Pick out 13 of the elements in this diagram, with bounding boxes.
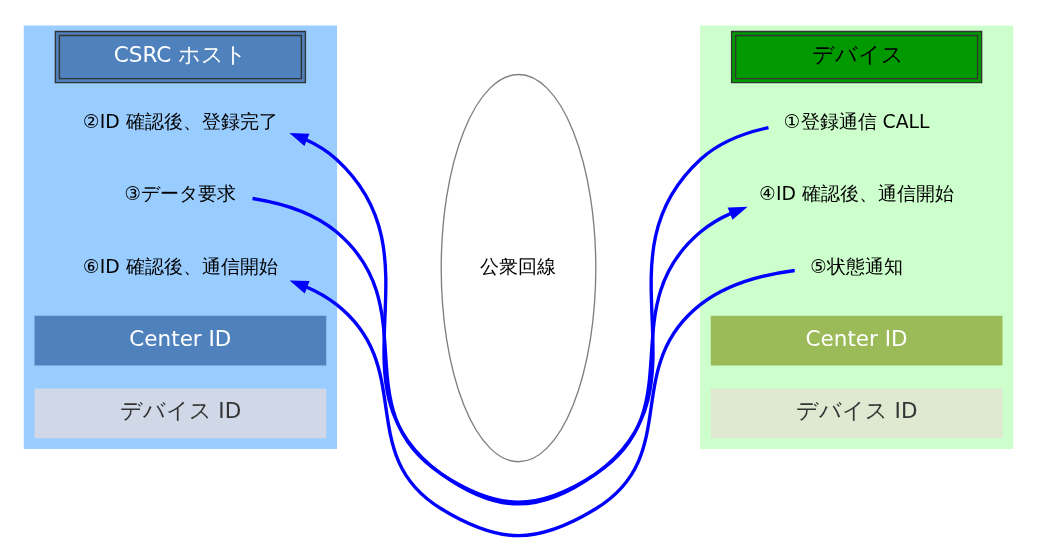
arrow xyxy=(289,268,795,537)
node-text: ②ID 確認後、登録完了 xyxy=(82,110,278,132)
node-box: Center ID xyxy=(710,315,1003,366)
node-text: ③データ要求 xyxy=(124,183,237,204)
node-text: ①登録通信 CALL xyxy=(783,110,930,132)
arrow xyxy=(252,196,748,504)
node-text: ④ID 確認後、通信開始 xyxy=(759,183,955,204)
node-ellipse: 公衆回線 xyxy=(440,73,597,462)
node-text: ⑤状態通知 xyxy=(810,255,904,277)
node-box: Center ID xyxy=(34,315,327,366)
node-text: ⑥ID 確認後、通信開始 xyxy=(82,255,278,277)
node-box: デバイス ID xyxy=(34,387,327,438)
arrow xyxy=(289,125,769,505)
